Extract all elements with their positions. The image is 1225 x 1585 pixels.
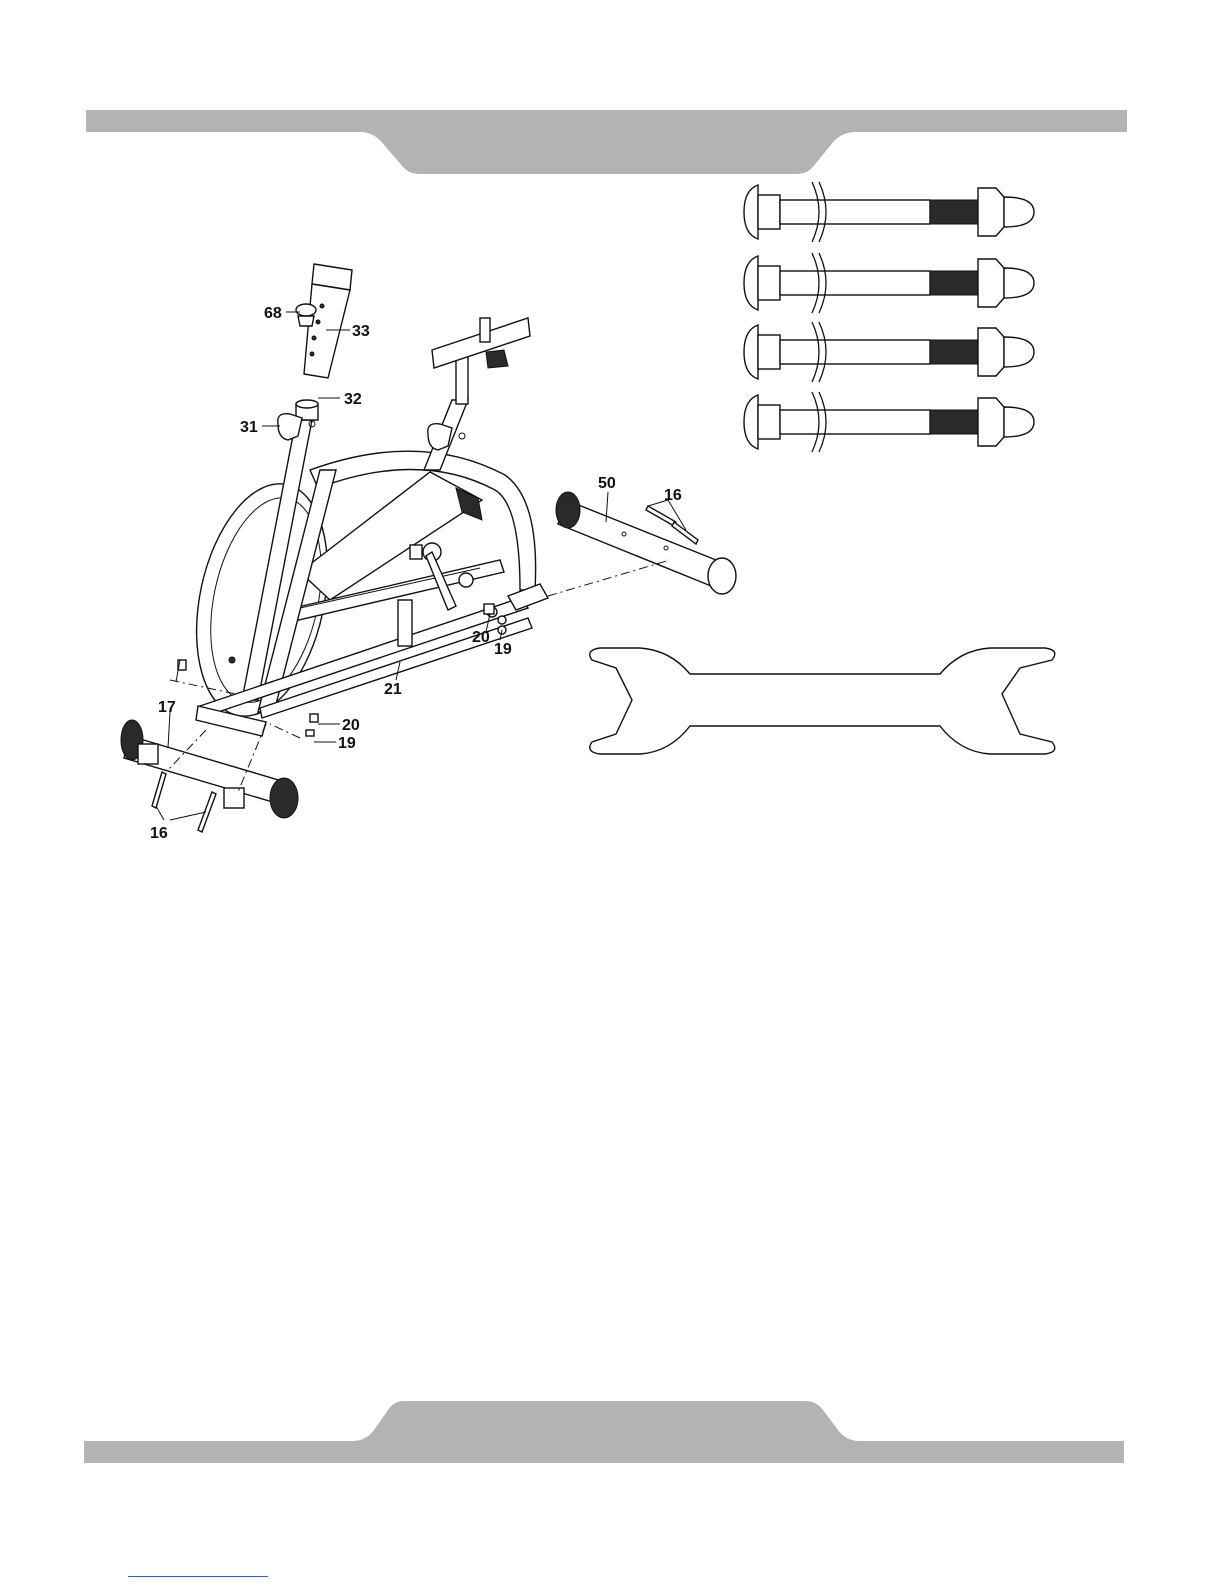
carriage-bolt — [744, 253, 1034, 313]
wrench-icon — [590, 648, 1055, 754]
callout-32: 32 — [344, 391, 362, 408]
callout-31: 31 — [240, 419, 258, 436]
callout-16-bottom: 16 — [150, 825, 168, 842]
callout-17: 17 — [158, 699, 176, 716]
hardware-bolts — [744, 182, 1034, 452]
callout-21: 21 — [384, 681, 402, 698]
front-stabilizer-17 — [121, 720, 298, 832]
carriage-bolt — [744, 322, 1034, 382]
callout-20-right: 20 — [472, 629, 490, 646]
callout-50: 50 — [598, 475, 616, 492]
bike-frame — [177, 318, 548, 736]
callout-16-top: 16 — [664, 487, 682, 504]
callout-33: 33 — [352, 323, 370, 340]
callout-19-left: 19 — [338, 735, 356, 752]
carriage-bolt — [744, 392, 1034, 452]
callout-19-right: 19 — [494, 641, 512, 658]
seat-slider-33 — [296, 264, 352, 378]
callout-20-left: 20 — [342, 717, 360, 734]
carriage-bolt — [744, 182, 1034, 242]
callout-68: 68 — [264, 305, 282, 322]
rear-stabilizer-50 — [556, 492, 736, 594]
